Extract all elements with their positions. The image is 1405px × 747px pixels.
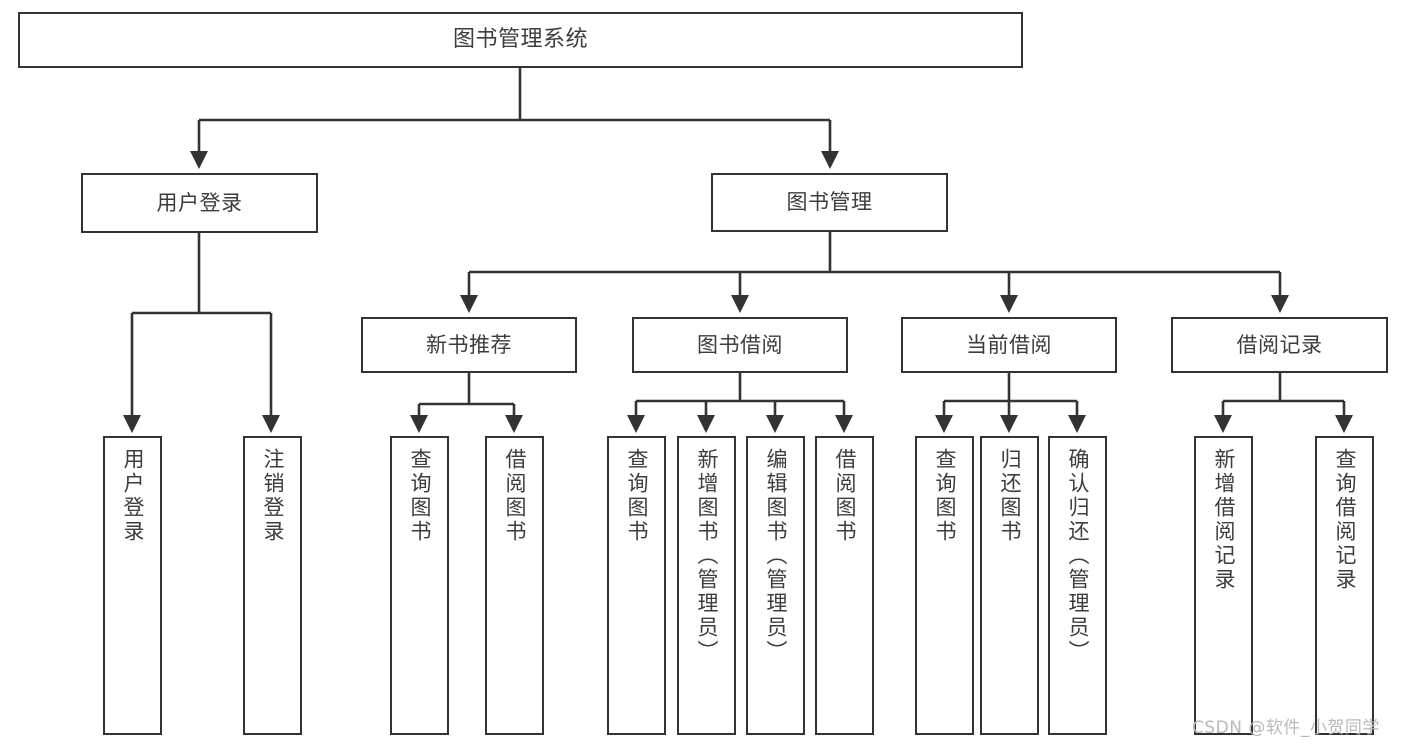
node-label: 确认归还（管理员） <box>1066 448 1090 664</box>
node-leaf-query-book-1[interactable]: 查询图书 <box>390 436 449 735</box>
node-label: 借阅图书 <box>503 448 527 544</box>
node-label: 新增借阅记录 <box>1212 448 1236 592</box>
node-label: 归还图书 <box>998 448 1022 544</box>
node-user-login[interactable]: 用户登录 <box>81 173 318 233</box>
node-leaf-borrow-book-1[interactable]: 借阅图书 <box>485 436 544 735</box>
node-label: 借阅图书 <box>833 448 857 544</box>
node-leaf-add-borrow-record[interactable]: 新增借阅记录 <box>1194 436 1253 735</box>
node-new-book-recommend[interactable]: 新书推荐 <box>361 317 577 373</box>
node-current-borrow[interactable]: 当前借阅 <box>901 317 1117 373</box>
node-label: 图书管理 <box>786 190 873 215</box>
node-label: 借阅记录 <box>1236 332 1323 357</box>
node-label: 注销登录 <box>261 448 285 544</box>
node-leaf-query-book-3[interactable]: 查询图书 <box>915 436 974 735</box>
node-label: 图书管理系统 <box>452 27 588 53</box>
node-label: 新书推荐 <box>426 332 512 357</box>
node-leaf-edit-book[interactable]: 编辑图书（管理员） <box>746 436 805 735</box>
node-label: 当前借阅 <box>966 332 1052 357</box>
node-label: 图书借阅 <box>697 332 783 357</box>
node-leaf-return-book[interactable]: 归还图书 <box>980 436 1039 735</box>
node-label: 查询图书 <box>408 448 432 544</box>
node-label: 查询借阅记录 <box>1333 448 1357 592</box>
node-label: 用户登录 <box>156 190 243 215</box>
node-borrow-record[interactable]: 借阅记录 <box>1171 317 1388 373</box>
csdn-watermark: CSDN @软件_小贺同学 <box>1192 718 1380 738</box>
node-leaf-borrow-book-2[interactable]: 借阅图书 <box>815 436 874 735</box>
node-leaf-user-login[interactable]: 用户登录 <box>103 436 162 735</box>
node-leaf-query-book-2[interactable]: 查询图书 <box>607 436 666 735</box>
node-label: 查询图书 <box>625 448 649 544</box>
node-book-borrow[interactable]: 图书借阅 <box>632 317 848 373</box>
node-leaf-confirm-return[interactable]: 确认归还（管理员） <box>1048 436 1107 735</box>
node-root-book-management-system[interactable]: 图书管理系统 <box>18 12 1023 68</box>
node-book-manage[interactable]: 图书管理 <box>711 173 948 232</box>
node-label: 新增图书（管理员） <box>695 448 719 664</box>
node-label: 查询图书 <box>933 448 957 544</box>
node-leaf-logout-login[interactable]: 注销登录 <box>243 436 302 735</box>
node-leaf-add-book[interactable]: 新增图书（管理员） <box>677 436 736 735</box>
node-leaf-query-borrow-record[interactable]: 查询借阅记录 <box>1315 436 1374 735</box>
node-label: 用户登录 <box>121 448 145 544</box>
node-label: 编辑图书（管理员） <box>764 448 788 664</box>
